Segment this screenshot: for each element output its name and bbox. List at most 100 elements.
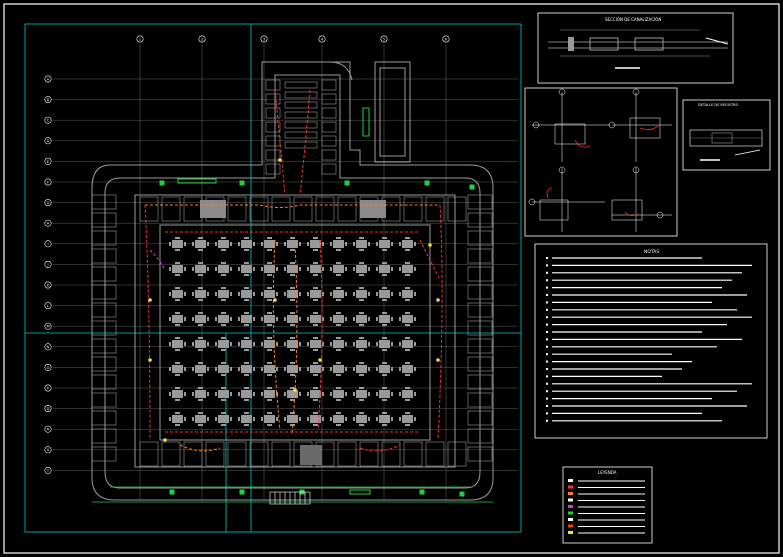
chair <box>238 267 240 271</box>
chair <box>253 242 255 246</box>
table <box>379 290 390 298</box>
table <box>241 365 252 373</box>
chair <box>175 374 180 376</box>
outlet-symbol <box>273 298 277 302</box>
chair <box>299 317 301 321</box>
chair <box>276 417 278 421</box>
chair <box>267 337 272 339</box>
grid-row-label: C <box>47 119 50 123</box>
table <box>241 240 252 248</box>
note-bullet <box>546 257 548 259</box>
detail-section-right: DETALLE DE REGISTRO <box>682 99 771 171</box>
note-bullet <box>546 331 548 333</box>
chair <box>198 262 203 264</box>
chair <box>230 342 232 346</box>
table <box>402 340 413 348</box>
chair <box>345 267 347 271</box>
chair <box>221 399 226 401</box>
chair <box>405 299 410 301</box>
note-bullet <box>546 308 548 311</box>
wiring-circuit <box>419 239 441 281</box>
table <box>356 315 367 323</box>
chair <box>253 342 255 346</box>
chair <box>307 342 309 346</box>
chair <box>313 287 318 289</box>
chair <box>307 267 309 271</box>
wiring-circuit <box>179 444 221 452</box>
chair <box>198 362 203 364</box>
chair <box>330 292 332 296</box>
room-top <box>227 196 247 222</box>
seating-row <box>284 81 318 89</box>
legend-symbol <box>568 524 573 528</box>
chair <box>368 417 370 421</box>
chair <box>230 242 232 246</box>
table <box>241 390 252 398</box>
chair <box>244 399 249 401</box>
notes-panel: NOTAS <box>534 243 768 439</box>
table <box>241 315 252 323</box>
note-bullet <box>546 419 548 422</box>
room-bottom <box>271 441 291 467</box>
table <box>218 365 229 373</box>
table <box>195 290 206 298</box>
table <box>172 290 183 298</box>
outlet-symbol <box>428 243 432 247</box>
wiring-circuit <box>291 244 298 436</box>
chair <box>313 412 318 414</box>
chair <box>336 337 341 339</box>
room-tower <box>265 149 281 161</box>
table <box>172 315 183 323</box>
chair <box>313 362 318 364</box>
grid-column-bubble <box>442 35 450 43</box>
legend-symbol <box>568 485 573 489</box>
legend-symbol <box>568 492 573 495</box>
grid-row-bubble <box>44 96 52 104</box>
service-block <box>360 200 386 218</box>
chair <box>359 249 364 251</box>
wiring-circuit <box>299 89 311 196</box>
chair <box>399 367 401 371</box>
table <box>264 415 275 423</box>
chair <box>313 424 318 426</box>
table <box>218 415 229 423</box>
outlet-symbol <box>148 298 152 302</box>
chair <box>322 292 324 296</box>
table <box>172 365 183 373</box>
chair <box>313 312 318 314</box>
grid-row-bubble <box>44 116 52 124</box>
chair <box>169 367 171 371</box>
room-bottom <box>381 441 401 467</box>
chair <box>353 267 355 271</box>
chair <box>290 324 295 326</box>
chair <box>336 274 341 276</box>
chair <box>169 417 171 421</box>
table <box>333 290 344 298</box>
chair <box>276 267 278 271</box>
chair <box>290 362 295 364</box>
chair <box>198 412 203 414</box>
room-left <box>91 446 117 462</box>
chair <box>221 424 226 426</box>
room-tower <box>321 135 337 147</box>
chair <box>336 399 341 401</box>
chair <box>198 387 203 389</box>
room-bottom <box>447 441 467 467</box>
chair <box>382 249 387 251</box>
chair <box>192 392 194 396</box>
table <box>287 240 298 248</box>
table <box>402 415 413 423</box>
table <box>264 315 275 323</box>
chair <box>276 292 278 296</box>
chair <box>382 412 387 414</box>
electrical-wiring <box>144 89 443 452</box>
chair <box>345 392 347 396</box>
table <box>333 315 344 323</box>
chair <box>215 292 217 296</box>
outer-frame <box>3 3 780 554</box>
note-bullet <box>546 382 548 385</box>
table <box>402 240 413 248</box>
seating-row <box>284 141 318 149</box>
chair <box>244 312 249 314</box>
